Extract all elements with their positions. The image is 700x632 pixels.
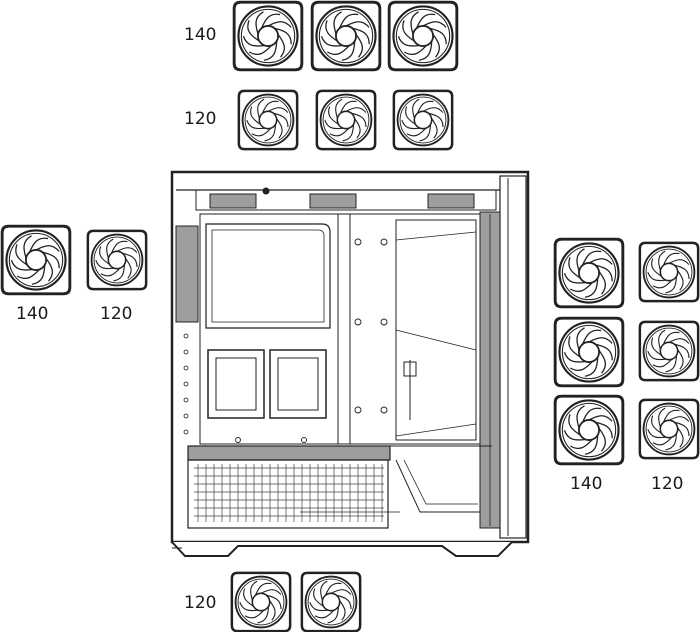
fan-icon xyxy=(387,0,459,72)
fan-icon xyxy=(232,0,304,72)
fan-icon xyxy=(553,394,625,466)
fan-icon xyxy=(300,571,362,632)
fan-icon xyxy=(310,0,382,72)
psu-vent-grid xyxy=(194,464,384,522)
fan-icon xyxy=(0,224,72,296)
fan-icon xyxy=(392,89,454,151)
fan-icon xyxy=(315,89,377,151)
left-fan-2-size-label: 120 xyxy=(100,304,132,324)
right-column-1-size-label: 140 xyxy=(570,474,602,494)
fan-icon xyxy=(237,89,299,151)
fan-icon xyxy=(553,316,625,388)
fan-icon xyxy=(638,398,700,460)
left-fan-1-size-label: 140 xyxy=(16,304,48,324)
fan-icon xyxy=(230,571,292,632)
right-column-2-size-label: 120 xyxy=(651,474,683,494)
fan-icon xyxy=(553,237,625,309)
fan-icon xyxy=(638,241,700,303)
top-row-1-size-label: 140 xyxy=(184,25,216,45)
top-row-2-size-label: 120 xyxy=(184,109,216,129)
fan-icon xyxy=(86,229,148,291)
bottom-size-label: 120 xyxy=(184,593,216,613)
fan-icon xyxy=(638,320,700,382)
